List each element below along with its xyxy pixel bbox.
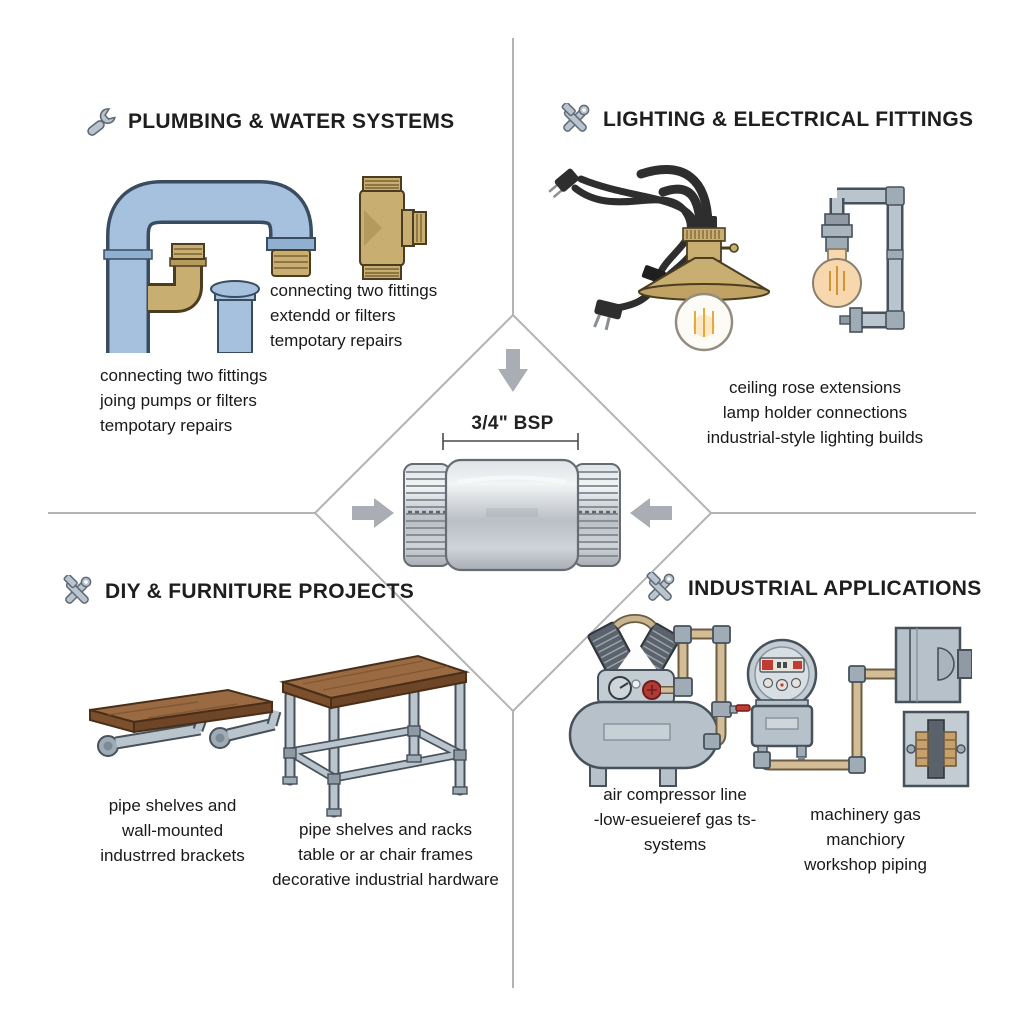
brass-elbow-fitting bbox=[148, 243, 207, 313]
note-line: workshop piping bbox=[804, 855, 927, 874]
industrial-equipment-illustration bbox=[568, 614, 972, 788]
diy-notes-right: pipe shelves and racks table or ar chair… bbox=[258, 817, 513, 892]
compressor-piping bbox=[661, 625, 751, 750]
pendant-lamp bbox=[636, 165, 770, 352]
plumbing-section-title: PLUMBING & WATER SYSTEMS bbox=[128, 110, 455, 133]
note-line: pipe shelves and bbox=[108, 796, 237, 815]
lighting-section-header: LIGHTING & ELECTRICAL FITTINGS bbox=[558, 103, 973, 137]
brass-tee-fitting bbox=[359, 176, 427, 280]
crossed-tools-icon bbox=[646, 572, 675, 601]
blue-stub-pipe bbox=[210, 280, 260, 353]
note-line: connecting two fittings bbox=[270, 281, 438, 300]
pipe-nipple-illustration bbox=[403, 458, 621, 572]
note-line: connecting two fittings bbox=[100, 366, 268, 385]
industrial-notes-left: air compressor line -low-esueieref gas t… bbox=[565, 782, 785, 857]
note-line: wall-mounted bbox=[121, 821, 224, 840]
note-line: tempotary repairs bbox=[270, 331, 403, 350]
meter-piping bbox=[753, 665, 898, 774]
note-line: ceiling rose extensions bbox=[729, 378, 901, 397]
note-line: machinery gas bbox=[810, 805, 921, 824]
lighting-section-title: LIGHTING & ELECTRICAL FITTINGS bbox=[603, 108, 974, 131]
wrench-icon bbox=[87, 108, 116, 136]
pipe-table bbox=[279, 654, 470, 818]
note-line: pipe shelves and racks bbox=[299, 820, 472, 839]
note-line: joing pumps or filters bbox=[100, 391, 257, 410]
note-line: industrial-style lighting builds bbox=[706, 428, 924, 447]
air-compressor bbox=[568, 614, 720, 787]
plumbing-notes-right: connecting two fittings extendd or filte… bbox=[270, 278, 475, 353]
blue-pipe-run bbox=[106, 180, 313, 353]
threaded-end-left bbox=[403, 463, 451, 567]
lighting-notes: ceiling rose extensions lamp holder conn… bbox=[680, 375, 950, 450]
industrial-section-header: INDUSTRIAL APPLICATIONS bbox=[643, 572, 982, 606]
center-arrows bbox=[352, 349, 672, 528]
arrow-left-icon bbox=[630, 498, 672, 528]
flanged-coupling bbox=[902, 710, 970, 788]
divider-lines bbox=[48, 38, 976, 988]
arrow-down-icon bbox=[498, 349, 528, 392]
note-line: air compressor line bbox=[603, 785, 747, 804]
plug-icon bbox=[593, 299, 623, 331]
valve-handle bbox=[735, 704, 751, 712]
arrow-right-icon bbox=[352, 498, 394, 528]
industrial-notes-right: machinery gas manchiory workshop piping bbox=[778, 802, 953, 877]
pipe-socket-ring bbox=[103, 249, 153, 260]
plumbing-notes-left: connecting two fittings joing pumps or f… bbox=[100, 363, 315, 438]
note-line: decorative industrial hardware bbox=[272, 870, 499, 889]
brass-threaded-drop bbox=[266, 237, 316, 277]
note-line: extendd or filters bbox=[270, 306, 396, 325]
pipe-wall-lamp bbox=[812, 186, 905, 333]
bare-bulb bbox=[812, 248, 862, 308]
diy-notes-left: pipe shelves and wall-mounted industrred… bbox=[75, 793, 270, 868]
note-line: systems bbox=[643, 835, 707, 854]
dimension-label: 3/4" BSP bbox=[471, 413, 554, 434]
note-line: industrred brackets bbox=[100, 846, 245, 865]
machinery-block bbox=[894, 626, 972, 704]
dimension-line bbox=[442, 433, 579, 450]
lighting-fixtures-illustration bbox=[548, 165, 905, 352]
diy-furniture-illustration bbox=[89, 654, 470, 818]
industrial-section-title: INDUSTRIAL APPLICATIONS bbox=[688, 577, 982, 600]
plumbing-pipes-illustration bbox=[103, 176, 427, 353]
plug-icon bbox=[548, 168, 579, 199]
note-line: manchiory bbox=[826, 830, 905, 849]
note-line: tempotary repairs bbox=[100, 416, 233, 435]
crossed-tools-icon bbox=[63, 575, 92, 604]
note-line: -low-esueieref gas ts- bbox=[593, 810, 757, 829]
gas-meter bbox=[746, 638, 818, 761]
note-line: lamp holder connections bbox=[722, 403, 908, 422]
diy-section-header: DIY & FURNITURE PROJECTS bbox=[60, 575, 414, 609]
nipple-body bbox=[444, 458, 580, 572]
note-line: table or ar chair frames bbox=[298, 845, 473, 864]
diy-section-title: DIY & FURNITURE PROJECTS bbox=[105, 580, 415, 603]
pipe-wall-shelf bbox=[89, 688, 282, 757]
threaded-end-right bbox=[573, 463, 621, 567]
crossed-tools-icon bbox=[561, 103, 590, 132]
plumbing-section-header: PLUMBING & WATER SYSTEMS bbox=[85, 106, 455, 138]
